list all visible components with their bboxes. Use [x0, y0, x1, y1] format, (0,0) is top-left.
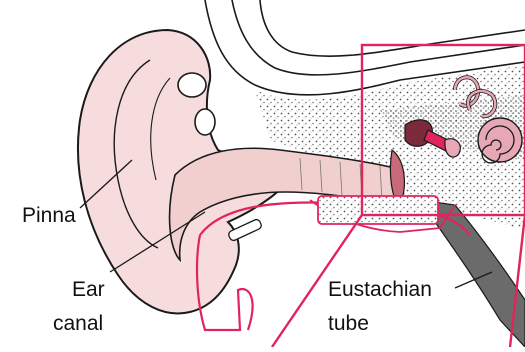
label-eustachian-1: Eustachian: [328, 278, 432, 301]
label-eustachian-2: tube: [328, 312, 369, 335]
cartilage-block: [318, 196, 438, 224]
bone-fragment: [227, 218, 262, 241]
label-ear-canal-1: Ear: [72, 278, 105, 301]
label-pinna: Pinna: [22, 204, 76, 227]
label-ear-canal-2: canal: [53, 312, 103, 335]
